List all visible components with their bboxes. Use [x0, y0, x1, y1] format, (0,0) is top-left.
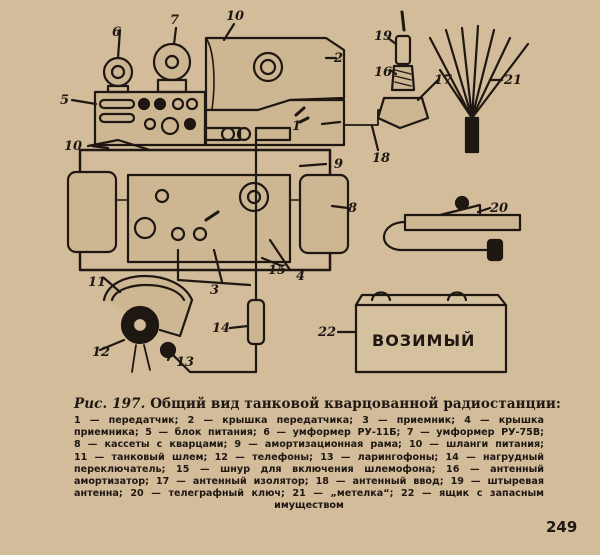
label-15: 15 — [268, 263, 286, 278]
legend-line: переключатель; 15 — шнур для включения ш… — [74, 463, 544, 475]
part-labels: 1 2 3 4 5 6 7 8 9 10 10 11 12 13 14 15 1… — [60, 9, 522, 370]
figure-caption: Рис. 197. Общий вид танковой кварцованно… — [74, 396, 561, 412]
label-6: 6 — [112, 25, 121, 40]
legend-line: имуществом — [274, 500, 344, 512]
label-17: 17 — [434, 73, 452, 88]
label-10: 10 — [226, 9, 244, 24]
label-5: 5 — [60, 93, 69, 108]
page-number: 249 — [546, 518, 578, 536]
figure-title: Общий вид танковой кварцованной радиоста… — [150, 396, 562, 412]
legend-line: 8 — кассеты с кварцами; 9 — амортизацион… — [74, 439, 544, 451]
legend-line: 1 — передатчик; 2 — крышка передатчика; … — [74, 415, 544, 426]
label-22: 22 — [317, 325, 336, 340]
legend-line: приемника; 5 — блок питания; 6 — умформе… — [74, 427, 544, 439]
label-3: 3 — [210, 283, 219, 298]
legend-line: амортизатор; 17 — антенный изолятор; 18 … — [74, 476, 544, 488]
radio-station-illustration: ВОЗИМЫЙ 1 2 3 4 5 6 7 8 9 10 10 11 12 13… — [60, 9, 530, 374]
label-16: 16 — [374, 65, 392, 80]
label-11: 11 — [88, 275, 106, 290]
label-7: 7 — [170, 13, 179, 28]
label-9: 9 — [334, 157, 343, 172]
label-13: 13 — [176, 355, 194, 370]
box-stencil-text: ВОЗИМЫЙ — [372, 331, 475, 350]
label-19: 19 — [374, 29, 392, 44]
label-1: 1 — [292, 119, 301, 134]
label-21: 21 — [503, 73, 522, 88]
label-2: 2 — [333, 51, 343, 66]
label-12: 12 — [92, 345, 110, 360]
label-18: 18 — [372, 151, 390, 166]
legend-line: антенна; 20 — телеграфный ключ; 21 — „ме… — [74, 488, 544, 500]
label-14: 14 — [212, 321, 230, 336]
label-8: 8 — [348, 201, 357, 216]
legend-line: 11 — танковый шлем; 12 — телефоны; 13 — … — [74, 451, 544, 463]
figure-number: Рис. 197. — [74, 396, 146, 412]
label-20: 20 — [489, 201, 508, 216]
label-4: 4 — [296, 269, 305, 284]
figure-legend: 1 — передатчик; 2 — крышка передатчика; … — [74, 415, 544, 513]
label-10b: 10 — [64, 139, 82, 154]
